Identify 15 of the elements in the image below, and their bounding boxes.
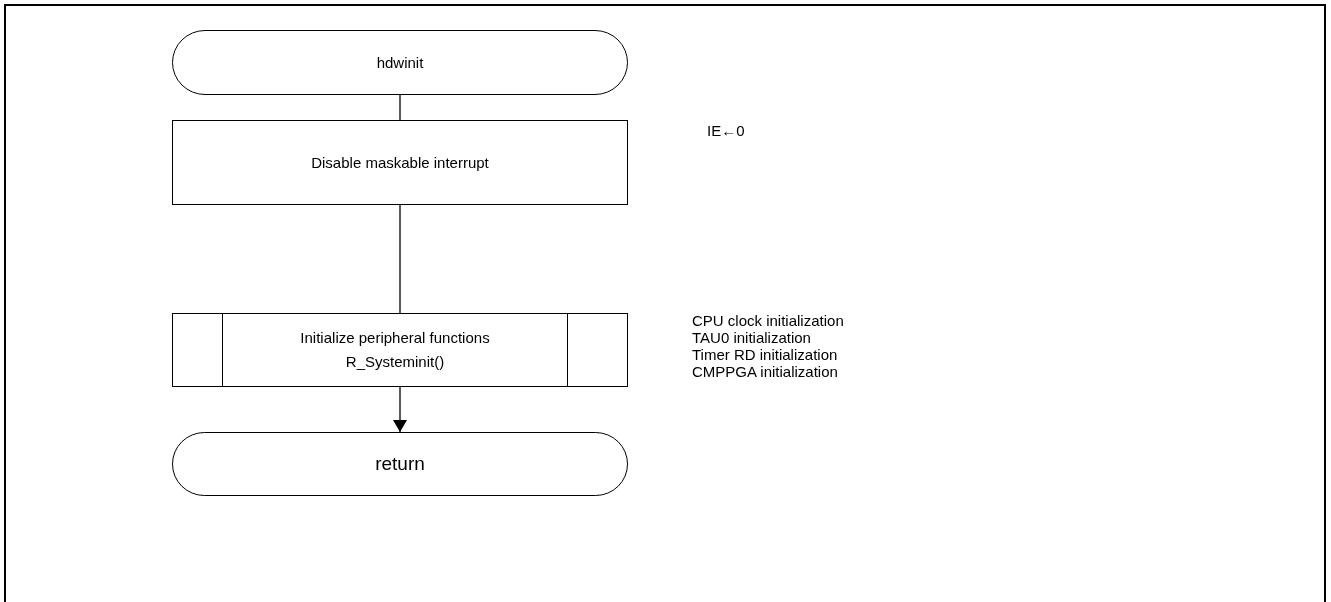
process-box [172, 120, 628, 205]
node-label: R_Systeminit() [345, 352, 445, 372]
note-text: Timer RD initialization [692, 346, 838, 363]
connector-line [399, 204, 401, 314]
note-text: TAU0 initialization [692, 329, 811, 346]
node-label: return [375, 452, 425, 476]
note-text: IE←0 [707, 122, 745, 139]
node-label: Initialize peripheral functions [300, 328, 490, 348]
node-label: Disable maskable interrupt [311, 152, 489, 173]
node-label: hdwinit [376, 52, 424, 73]
connector-line [399, 94, 401, 121]
note-text: CMPPGA initialization [692, 363, 838, 380]
arrow [393, 386, 407, 433]
predefined-process-box [172, 313, 628, 387]
note-text: CPU clock initialization [692, 312, 844, 329]
